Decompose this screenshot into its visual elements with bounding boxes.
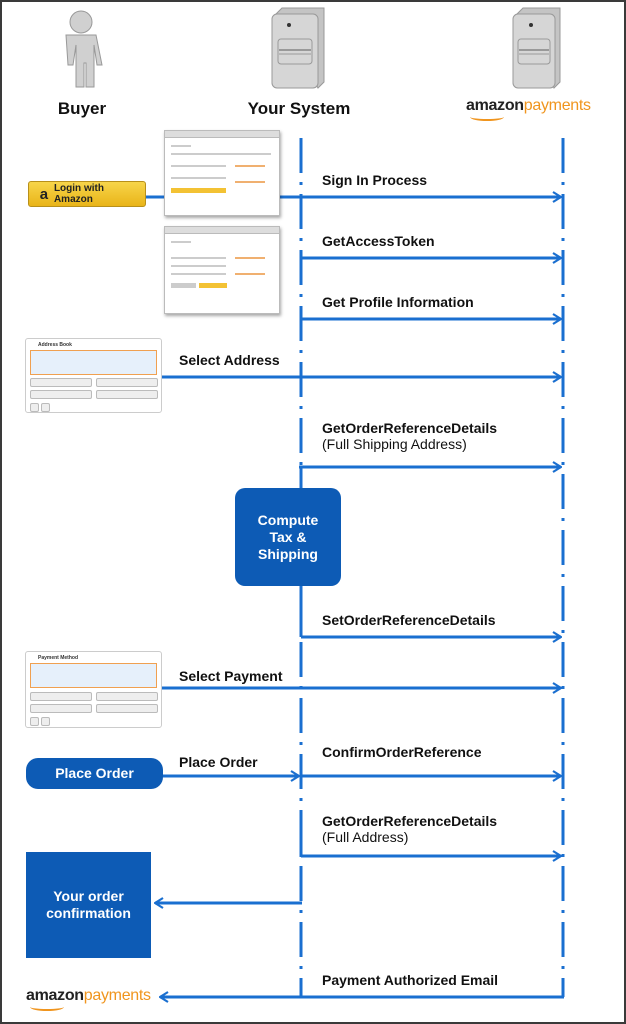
label-get-order-reference-details-full: GetOrderReferenceDetails(Full Address) xyxy=(322,813,498,845)
label-select-address: Select Address xyxy=(179,352,280,368)
consent-screenshot xyxy=(164,226,280,314)
address-book-widget[interactable]: Address Book xyxy=(25,338,162,413)
label-confirm-order-reference: ConfirmOrderReference xyxy=(322,744,482,760)
amazon-payments-server-icon xyxy=(512,7,561,89)
buyer-label: Buyer xyxy=(57,99,107,118)
sign-in-screenshot xyxy=(164,130,280,216)
label-set-order-reference-details: SetOrderReferenceDetails xyxy=(322,612,496,628)
place-order-button[interactable]: Place Order xyxy=(26,758,163,789)
label-sign-in-process: Sign In Process xyxy=(322,172,428,188)
your-system-label: Your System xyxy=(247,99,351,118)
label-place-order: Place Order xyxy=(179,754,258,770)
label-payment-authorized-email: Payment Authorized Email xyxy=(322,972,499,988)
your-system-server-icon xyxy=(271,7,325,89)
label-select-payment: Select Payment xyxy=(179,668,283,684)
buyer-person-icon xyxy=(65,10,103,88)
order-confirmation-box: Your order confirmation xyxy=(26,852,151,958)
amazon-a-icon: a xyxy=(39,185,49,203)
label-get-access-token: GetAccessToken xyxy=(322,233,435,249)
amazon-payments-logo: amazonpayments xyxy=(466,97,591,121)
payment-method-widget[interactable]: Payment Method xyxy=(25,651,162,728)
login-with-amazon-button[interactable]: a Login with Amazon xyxy=(28,181,146,207)
footer-amazon-payments-logo: amazonpayments xyxy=(26,987,151,1011)
compute-tax-shipping-box: Compute Tax & Shipping xyxy=(235,488,341,586)
label-get-profile-information: Get Profile Information xyxy=(322,294,474,310)
label-get-order-reference-details-shipping: GetOrderReferenceDetails(Full Shipping A… xyxy=(322,420,498,452)
